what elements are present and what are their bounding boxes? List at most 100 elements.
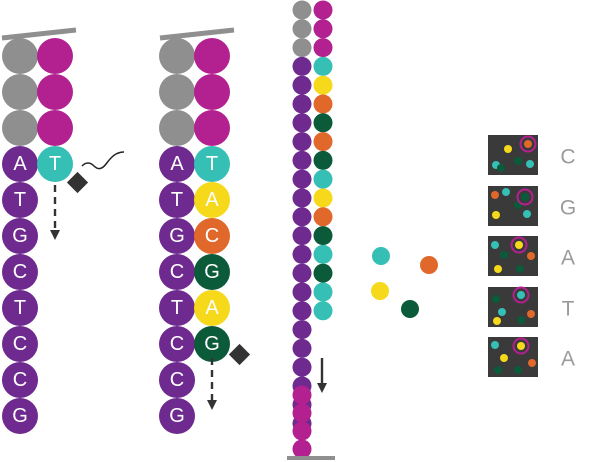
template-base	[159, 146, 195, 182]
incorporated-base-letter: G	[204, 261, 220, 283]
adapter-bead	[2, 110, 38, 146]
polymerase-icon	[66, 171, 89, 194]
primer-bead	[292, 385, 312, 405]
strand-bead	[313, 19, 333, 39]
template-base	[2, 290, 38, 326]
highlight-ring	[510, 236, 528, 254]
template-base	[2, 398, 38, 434]
adapter-bead	[2, 74, 38, 110]
template-base	[159, 254, 195, 290]
incorporated-base-letter: G	[204, 333, 220, 355]
primer-bead	[194, 38, 230, 74]
strand-bead	[313, 282, 333, 302]
template-bead	[292, 320, 312, 340]
nucleotide-orange	[420, 256, 438, 274]
cluster-dot	[491, 191, 499, 199]
template-base-letter: G	[169, 225, 185, 247]
cluster-dot	[521, 193, 529, 201]
incorporated-base-letter: T	[206, 153, 218, 175]
cluster-dot	[514, 157, 522, 165]
read-base-letter: A	[561, 247, 575, 270]
strand-bead	[313, 150, 333, 170]
cluster-dot	[500, 251, 508, 259]
cluster-dot	[493, 317, 501, 325]
read-base-letter: G	[560, 197, 576, 220]
adapter-bead	[159, 110, 195, 146]
template-base	[159, 218, 195, 254]
nucleotide-yellow	[371, 282, 389, 300]
incorporated-base	[37, 146, 73, 182]
adapter-bead	[159, 38, 195, 74]
strand-bead	[313, 75, 333, 95]
strand-bead	[313, 132, 333, 152]
template-bead	[292, 169, 312, 189]
flowcell-surface	[159, 27, 235, 41]
template-base-letter: C	[13, 369, 27, 391]
template-bead	[292, 207, 312, 227]
primer-bead	[194, 74, 230, 110]
template-base	[159, 290, 195, 326]
template-bead	[292, 0, 312, 20]
cluster-dot	[514, 366, 522, 374]
read-base-letter: T	[562, 298, 575, 321]
template-base	[159, 398, 195, 434]
template-base	[2, 254, 38, 290]
template-base	[2, 362, 38, 398]
template-base-letter: G	[169, 405, 185, 427]
template-bead	[292, 226, 312, 246]
template-base-letter: C	[170, 261, 184, 283]
adapter-bead	[159, 74, 195, 110]
template-base-letter: C	[170, 369, 184, 391]
strand-bead	[313, 0, 333, 20]
primer-bead	[37, 74, 73, 110]
template-base	[2, 146, 38, 182]
template-bead	[292, 338, 312, 358]
read-base-letter: C	[560, 146, 575, 169]
cluster-dot	[528, 359, 536, 367]
template-bead	[292, 132, 312, 152]
strand-bead	[313, 188, 333, 208]
template-base-letter: A	[13, 153, 27, 175]
template-base-letter: A	[170, 153, 184, 175]
primer-bead	[37, 110, 73, 146]
cluster-dot	[517, 316, 525, 324]
read-images: C G A T A	[488, 135, 576, 377]
cluster-dot	[515, 241, 523, 249]
cluster-dot	[491, 341, 499, 349]
primer-bead	[37, 38, 73, 74]
strand-bead	[313, 301, 333, 321]
template-base-letter: G	[12, 225, 28, 247]
template-base-letter: C	[13, 261, 27, 283]
template-base	[159, 362, 195, 398]
template-bead	[292, 301, 312, 321]
cluster-dot	[527, 310, 535, 318]
strand-bead	[313, 56, 333, 76]
strand-bead	[313, 113, 333, 133]
cluster-dot	[527, 252, 535, 260]
template-bead	[292, 263, 312, 283]
incorporated-base-letter: C	[205, 225, 219, 247]
read-base-letter: A	[561, 348, 575, 371]
template-bead	[292, 150, 312, 170]
strand-bead	[313, 244, 333, 264]
primer-bead	[292, 403, 312, 423]
nucleotide-green	[401, 300, 419, 318]
highlight-ring	[512, 337, 530, 355]
cluster-dot	[504, 145, 512, 153]
incorporated-base	[194, 290, 230, 326]
highlight-ring	[516, 188, 534, 206]
incorporated-base-letter: A	[205, 189, 219, 211]
template-base	[2, 182, 38, 218]
template-bead	[292, 56, 312, 76]
cluster-dot	[492, 295, 500, 303]
cluster-dot	[491, 241, 499, 249]
cluster-dot	[500, 354, 508, 362]
template-bead	[292, 38, 312, 58]
template-bead	[292, 244, 312, 264]
strand-bead	[313, 263, 333, 283]
template-base-letter: T	[14, 189, 26, 211]
template-base	[159, 326, 195, 362]
template-base-letter: T	[171, 189, 183, 211]
